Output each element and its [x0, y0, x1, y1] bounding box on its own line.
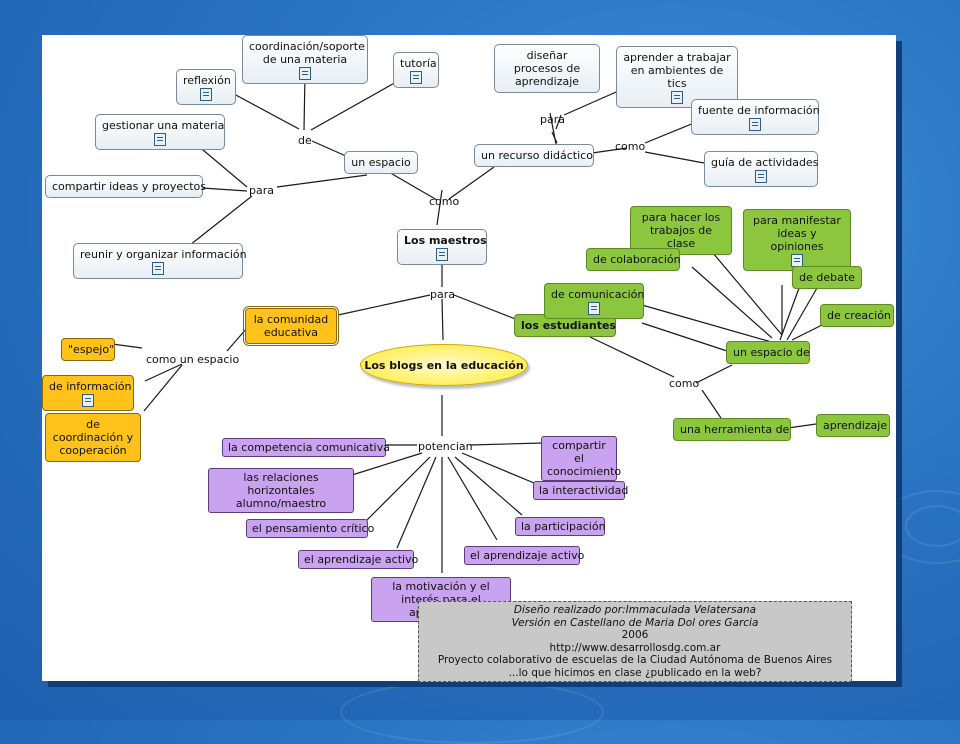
link-label-como-un-espacio: como un espacio [146, 353, 240, 366]
link-label-como: como [615, 140, 646, 153]
node-interactividad: la interactividad [533, 481, 628, 500]
link-label-como: como [429, 195, 460, 208]
credits-project: Proyecto colaborativo de escuelas de la … [437, 654, 833, 666]
document-icon [299, 67, 311, 80]
document-icon [749, 118, 761, 131]
node-aprendizaje: aprendizaje [816, 414, 890, 437]
node-coordinacion-cooperacion: de coordinación y cooperación [45, 413, 141, 462]
document-icon [152, 262, 164, 275]
node-de-colaboracion: de colaboración [586, 248, 681, 271]
node-aprendizaje-activo-right: el aprendizaje activo [464, 546, 584, 565]
node-manifestar-ideas: para manifestar ideas y opiniones [743, 209, 851, 271]
credits-tagline: ...lo que hicimos en clase ¿publicado en… [508, 666, 762, 679]
credits-url: http://www.desarrollosdg.com.ar [549, 641, 721, 654]
document-icon [671, 91, 683, 104]
node-gestionar-materia: gestionar una materia [95, 114, 225, 150]
node-relaciones-horizontales: las relaciones horizontales alumno/maest… [208, 468, 354, 513]
credits-author: Diseño realizado por:Immaculada Velaters… [513, 604, 757, 616]
link-label-para: para [430, 288, 455, 301]
link-label-para: para [249, 184, 274, 197]
document-icon [588, 302, 600, 315]
document-icon [200, 88, 212, 101]
node-de-comunicacion: de comunicación [544, 283, 644, 319]
node-tutoria: tutoría [393, 52, 439, 88]
link-label-para: para [540, 113, 565, 126]
node-compartir-conocimiento: compartir el conocimiento [541, 436, 621, 481]
node-espejo: "espejo" [61, 338, 115, 361]
node-guia-actividades: guía de actividades [704, 151, 818, 187]
credits-box: Diseño realizado por:Immaculada Velaters… [418, 601, 852, 682]
node-fuente-informacion: fuente de información [691, 99, 820, 135]
node-de-debate: de debate [792, 266, 862, 289]
node-recurso-didactico: un recurso didáctico [474, 144, 594, 167]
connector-lines [111, 73, 823, 573]
water-ripple-decoration [340, 680, 604, 744]
node-aprendizaje-activo-left: el aprendizaje activo [298, 550, 418, 569]
node-pensamiento-critico: el pensamiento crítico [246, 519, 374, 538]
node-competencia-comunicativa: la competencia comunicativa [222, 438, 390, 457]
node-de-creacion: de creación [820, 304, 894, 327]
concept-map-slide: Los maestros como para un espacio de par… [42, 35, 896, 682]
node-los-blogs-en-la-educacion: Los blogs en la educación [360, 344, 528, 386]
node-hacer-trabajos-clase: para hacer los trabajos de clase [630, 206, 732, 255]
node-participacion: la participación [515, 517, 606, 536]
node-los-estudiantes: los estudiantes [514, 314, 616, 337]
node-los-maestros: Los maestros [397, 229, 487, 265]
node-un-espacio: un espacio [344, 151, 418, 174]
node-comunidad-educativa: la comunidad educativa [243, 306, 339, 346]
credits-translation: Versión en Castellano de Maria Dol ores … [511, 616, 759, 629]
node-reunir-organizar: reunir y organizar información [73, 243, 247, 279]
node-un-espacio-de: un espacio de [726, 341, 810, 364]
node-disenar-procesos: diseñar procesos de aprendizaje [494, 44, 600, 93]
node-reflexion: reflexión [176, 69, 236, 105]
document-icon [755, 170, 767, 183]
document-icon [436, 248, 448, 261]
node-de-informacion: de información [42, 375, 134, 411]
link-label-de: de [298, 134, 312, 147]
node-aprender-trabajar: aprender a trabajar en ambientes de tics [616, 46, 738, 108]
node-herramienta-de: una herramienta de [673, 418, 791, 441]
node-coordinacion-soporte: coordinación/soporte de una materia [242, 35, 368, 84]
credits-year: 2006 [621, 629, 649, 641]
document-icon [410, 71, 422, 84]
document-icon [82, 394, 94, 407]
node-compartir-ideas: compartir ideas y proyectos [45, 175, 206, 198]
link-label-como: como [669, 377, 700, 390]
link-label-potencian: potencian [418, 440, 473, 453]
document-icon [154, 133, 166, 146]
water-ripple-decoration [905, 505, 960, 547]
